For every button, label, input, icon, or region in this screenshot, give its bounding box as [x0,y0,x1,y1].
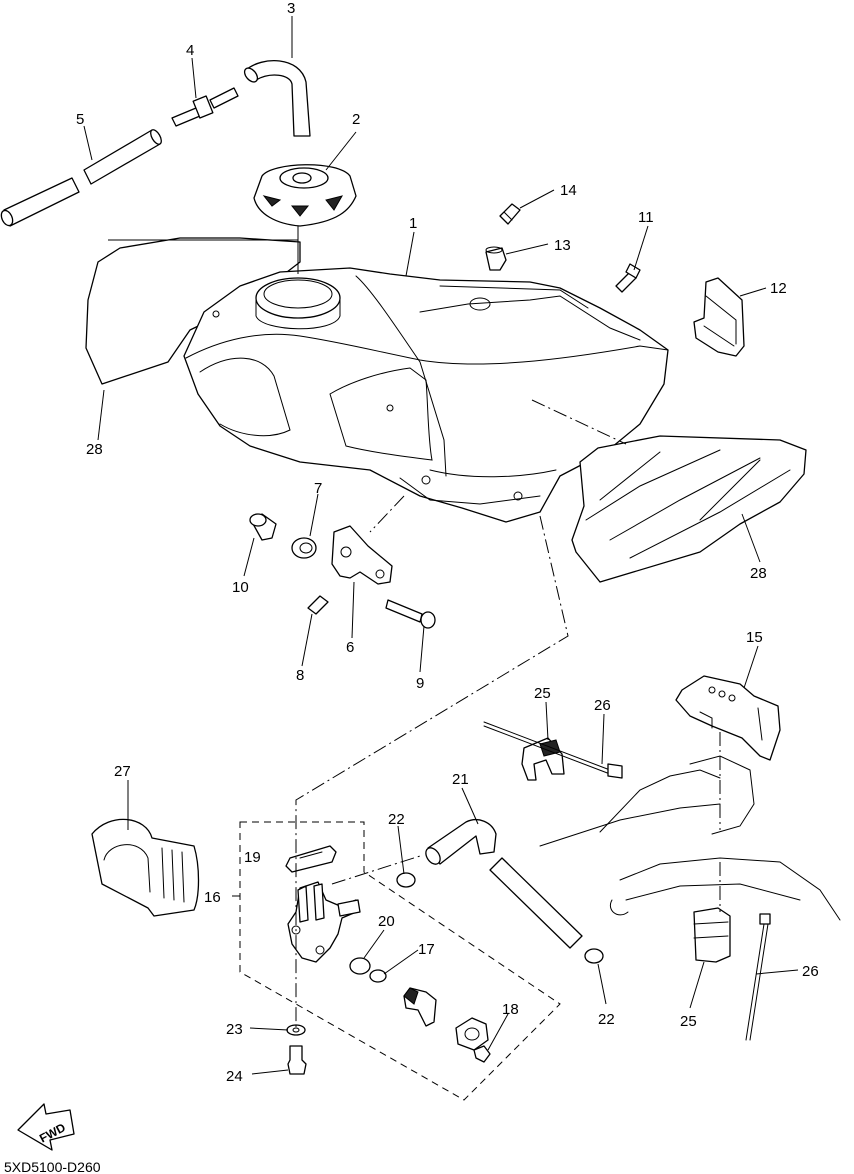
part-4-hose-joint [171,87,239,127]
part-24-bolt [287,1045,307,1075]
fuel-cock-lever [403,987,437,1027]
diagram-code: 5XD5100-D260 [4,1159,101,1174]
callout-25-lower: 25 [680,1013,697,1030]
callout-10: 10 [232,579,249,596]
fuel-cock-kit-outline [239,821,561,1101]
callout-18: 18 [502,1001,519,1018]
part-26-cable-tie-upper [483,721,623,779]
callout-4: 4 [186,42,194,59]
part-8-bolt [307,595,329,615]
callout-28-right: 28 [750,565,767,582]
callout-26-lower: 26 [802,963,819,980]
callout-19: 19 [244,849,261,866]
callout-3: 3 [287,0,295,17]
callout-5: 5 [76,111,84,128]
callout-8: 8 [296,667,304,684]
callout-2: 2 [352,111,360,128]
part-11-bolt [615,263,641,293]
part-25-clamp-lower [693,907,731,963]
part-6-tank-bracket [331,525,393,585]
callout-20: 20 [378,913,395,930]
part-1-fuel-tank [183,267,669,523]
part-10-bolt [249,513,277,541]
part-14-screw [499,203,521,225]
part-13-collar [485,246,507,271]
callout-21: 21 [452,771,469,788]
callout-28-left: 28 [86,441,103,458]
callout-1: 1 [409,215,417,232]
part-15-cover [675,675,781,761]
fuel-cock-plate [455,1017,489,1051]
part-27-protector [91,818,200,917]
callout-12: 12 [770,280,787,297]
callout-13: 13 [554,237,571,254]
part-21-fuel-hose [425,819,583,949]
callout-6: 6 [346,639,354,656]
callout-9: 9 [416,675,424,692]
part-2-fuel-cap [253,164,357,227]
callout-27: 27 [114,763,131,780]
part-22-hose-clip-upper [396,872,416,888]
part-28-tank-graphic-right [571,435,807,583]
callout-26-upper: 26 [594,697,611,714]
callout-11: 11 [638,209,654,226]
callout-22-upper: 22 [388,811,405,828]
callout-16: 16 [204,889,221,906]
part-9-bolt [385,599,436,629]
part-18-screw [473,1045,491,1063]
part-19-gasket [285,845,337,873]
part-26-cable-tie-lower [745,913,771,1041]
callout-23: 23 [226,1021,243,1038]
callout-24: 24 [226,1068,243,1085]
callout-7: 7 [314,480,322,497]
part-12-bracket [693,277,745,357]
fwd-arrow-icon: FWD [17,1103,75,1151]
part-20-filter-cap [349,957,371,975]
callout-22-lower: 22 [598,1011,615,1028]
callout-14: 14 [560,182,577,199]
callout-15: 15 [746,629,763,646]
callout-17: 17 [418,941,435,958]
part-22-hose-clip-lower [584,948,604,964]
frame-tube [539,755,841,921]
part-5-breather-hose [0,129,162,227]
part-3-hose-elbow [243,60,311,137]
callout-25-upper: 25 [534,685,551,702]
part-7-damper [291,537,317,559]
fuel-cock-body [287,881,361,963]
part-17-o-ring [369,969,387,983]
